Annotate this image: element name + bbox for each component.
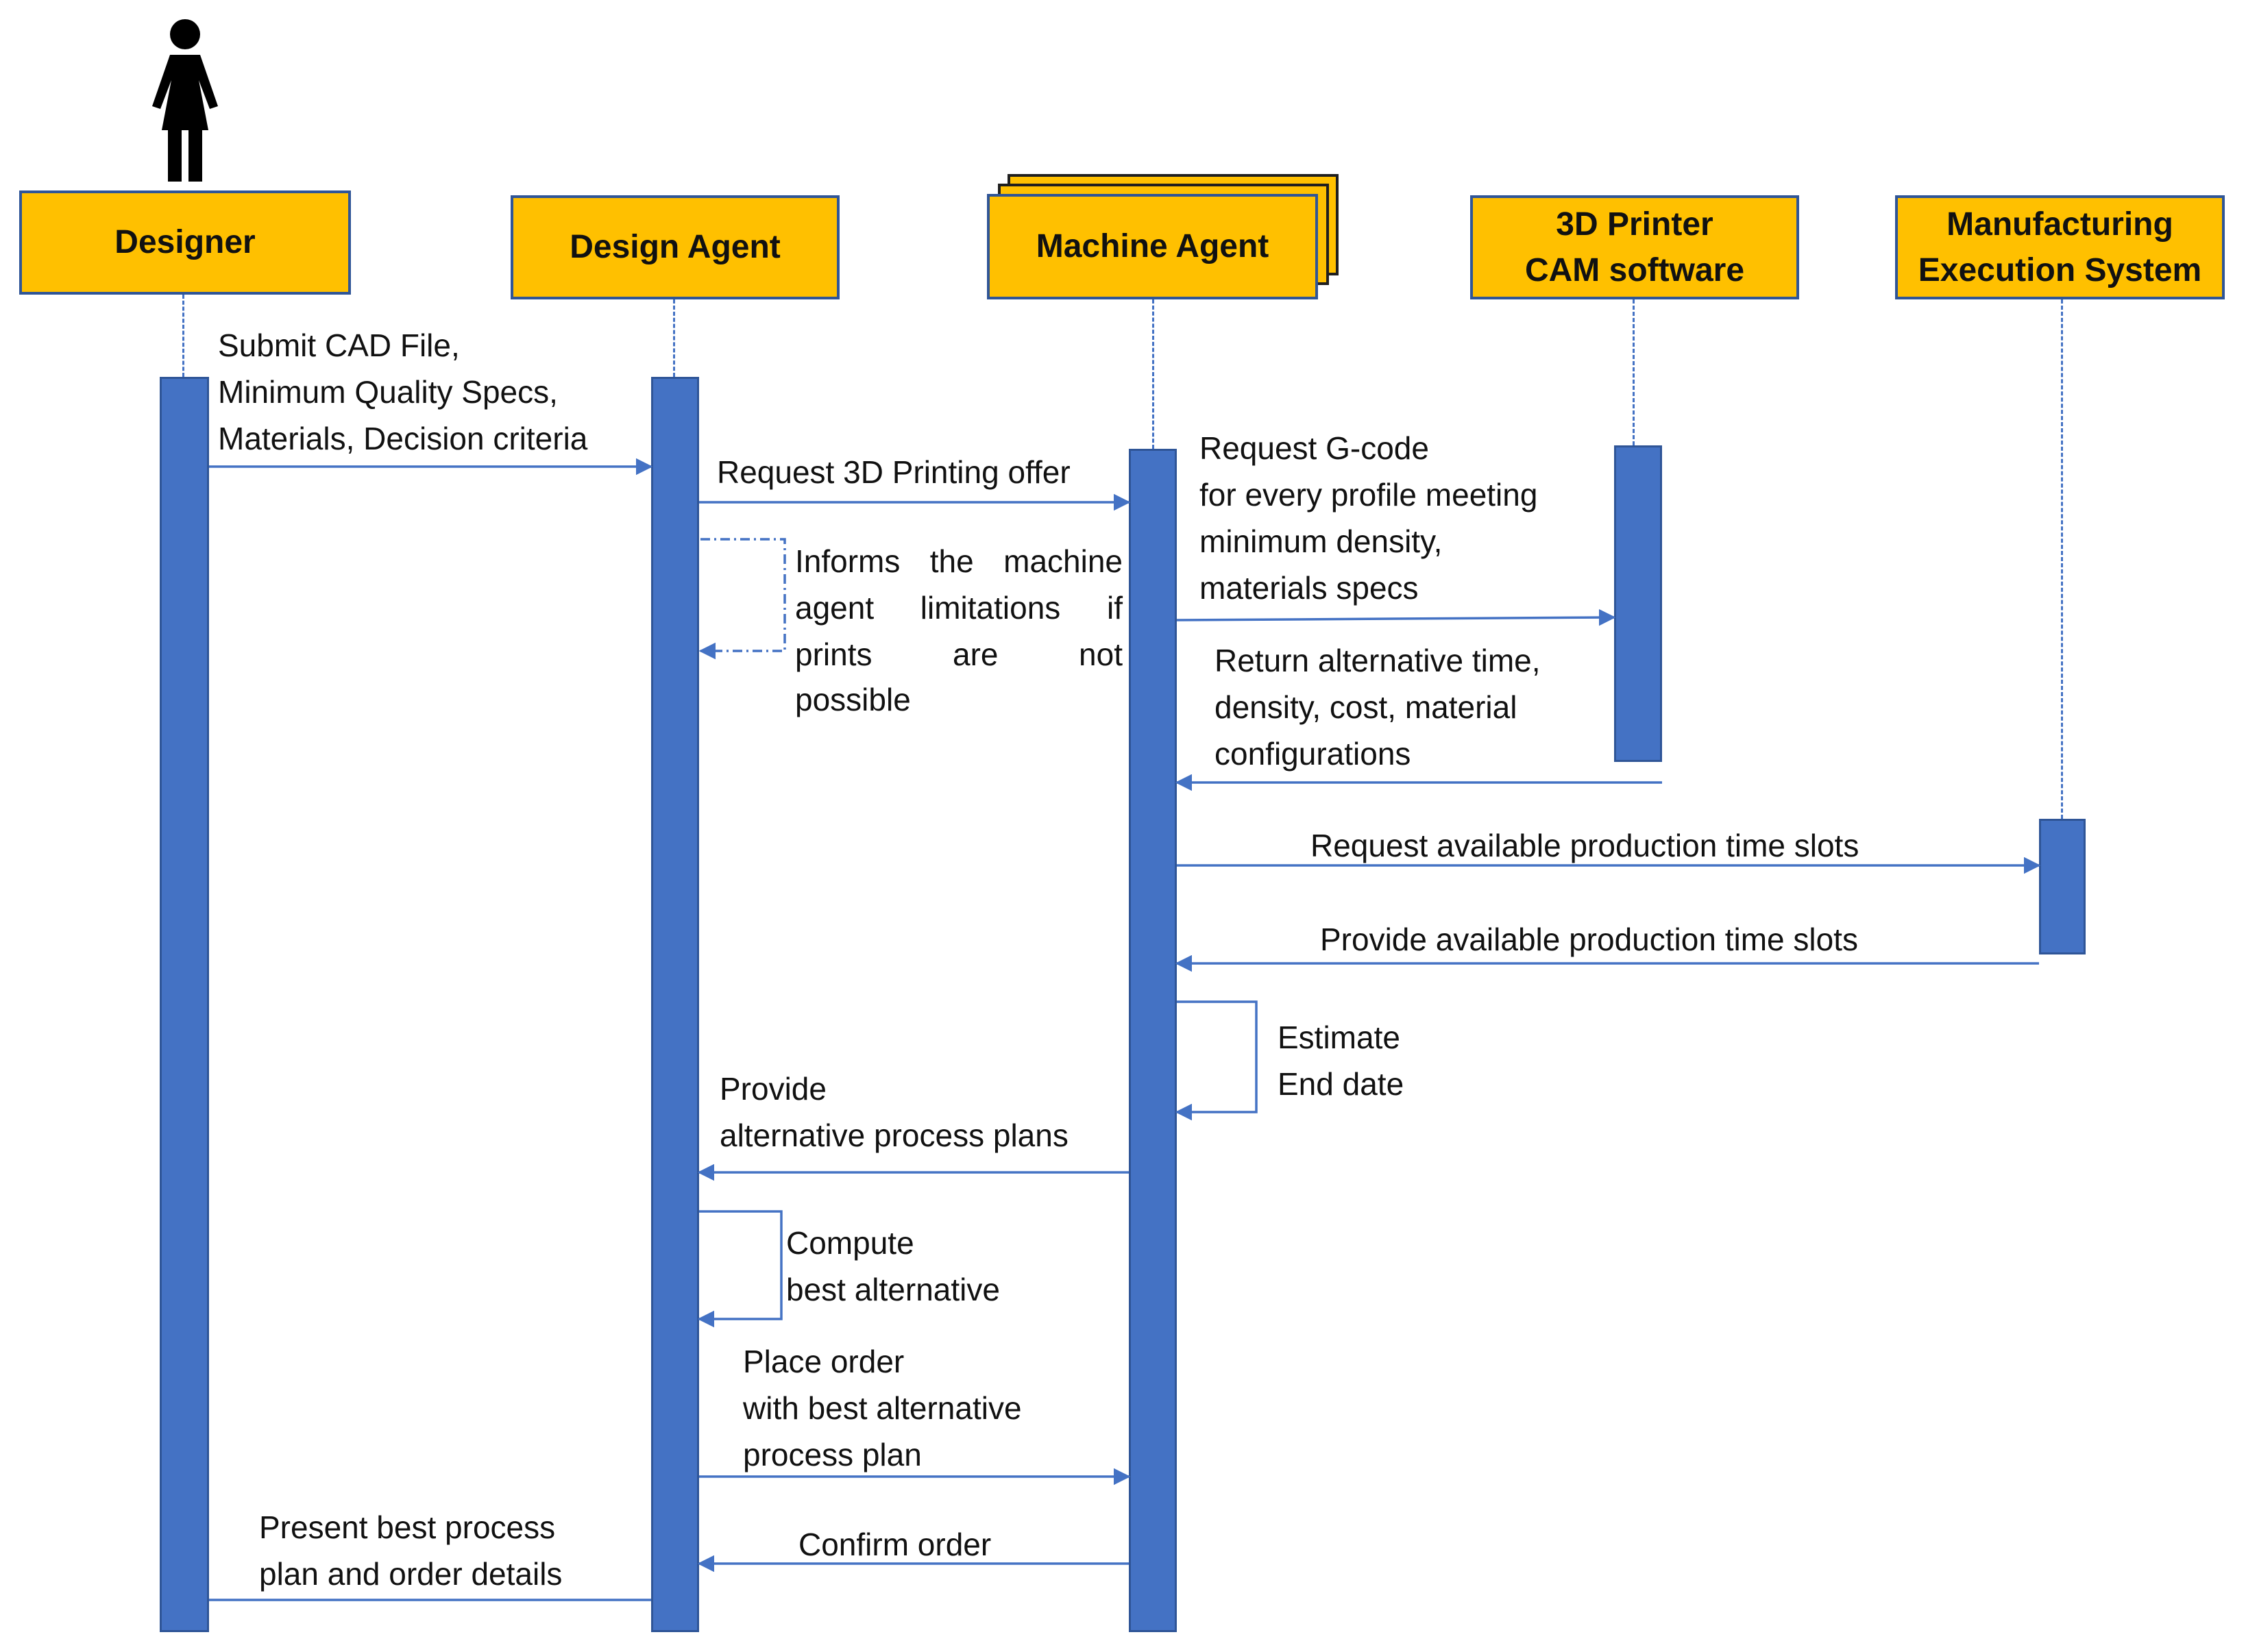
actor-mes-label: Manufacturing Execution System [1918, 206, 2202, 288]
design-agent-lifeline [673, 299, 675, 377]
cam-software-lifeline [1633, 299, 1635, 445]
actor-designer-label: Designer [114, 224, 256, 261]
mes-activation-bar [2039, 819, 2086, 954]
msg-estimate-end-date: Estimate End date [1278, 1020, 1404, 1102]
msg-place-order: Place order with best alternative proces… [743, 1344, 1022, 1472]
actor-cam-software-label: 3D Printer CAM software [1524, 206, 1745, 288]
msg-informs-limitations-tail: possible [795, 682, 911, 717]
arrow-estimate-end-date [1175, 1000, 1258, 1121]
person-icon [152, 19, 218, 182]
msg-request-gcode: Request G-code for every profile meeting… [1199, 430, 1538, 606]
actor-designer: Designer [19, 190, 351, 295]
arrow-informs-limitations [698, 538, 786, 660]
actor-mes: Manufacturing Execution System [1895, 195, 2225, 299]
cam-software-activation-bar [1614, 445, 1662, 762]
msg-return-alternatives: Return alternative time, density, cost, … [1214, 643, 1541, 772]
msg-request-offer: Request 3D Printing offer [717, 454, 1071, 490]
designer-lifeline [182, 295, 184, 377]
machine-agent-lifeline [1152, 299, 1154, 449]
arrow-request-gcode [1176, 608, 1616, 626]
arrow-compute-best [697, 1210, 783, 1328]
actor-cam-software: 3D Printer CAM software [1470, 195, 1799, 299]
msg-provide-plans: Provide alternative process plans [720, 1071, 1069, 1153]
msg-informs-limitations: Informs the machine agent limitations if… [795, 543, 1123, 672]
msg-compute-best: Compute best alternative [786, 1225, 1000, 1307]
mes-lifeline [2061, 299, 2063, 819]
msg-present-plan: Present best process plan and order deta… [259, 1509, 563, 1592]
msg-confirm-order: Confirm order [798, 1527, 992, 1562]
design-agent-activation-bar [651, 377, 699, 1632]
machine-agent-activation-bar [1129, 449, 1177, 1632]
msg-submit-cad: Submit CAD File, Minimum Quality Specs, … [218, 328, 588, 456]
msg-provide-slots: Provide available production time slots [1320, 922, 1858, 957]
actor-design-agent: Design Agent [511, 195, 840, 299]
designer-activation-bar [160, 377, 209, 1632]
actor-design-agent-label: Design Agent [570, 229, 781, 266]
actor-machine-agent-label: Machine Agent [1036, 228, 1269, 265]
msg-request-slots: Request available production time slots [1310, 828, 1859, 863]
actor-machine-agent: Machine Agent [987, 194, 1318, 299]
